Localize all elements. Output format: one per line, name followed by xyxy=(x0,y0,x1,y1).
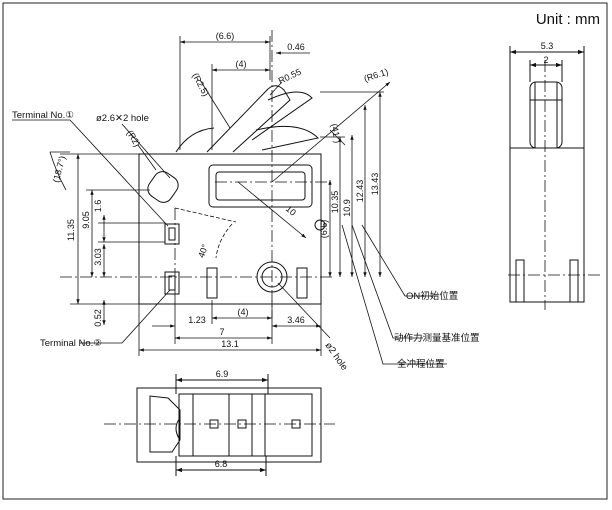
dim-3-46: 3.46 xyxy=(287,315,305,325)
dim-1-6: 1.6 xyxy=(93,200,103,213)
terminal1-pad xyxy=(164,223,180,245)
side-pad-left xyxy=(206,267,218,299)
dimension-texts: (6.6) 0.46 (4) R0.55 (R2.5) (R6.1) (R2) … xyxy=(51,31,553,469)
dim-2: 2 xyxy=(543,55,548,65)
dim-10-35: 10.35 xyxy=(330,191,340,214)
hole-2-6-label: ø2.6✕2 hole xyxy=(96,113,149,124)
dim-18-7-deg: (18.7°) xyxy=(51,155,68,184)
dim-r6-1: (R6.1) xyxy=(363,67,390,84)
front-view xyxy=(138,85,326,305)
dim-41-deg: (41°) xyxy=(329,123,343,144)
dim-13-43: 13.43 xyxy=(370,173,380,196)
unit-label: Unit : mm xyxy=(536,11,600,28)
full-stroke-position-label: 全冲程位置 xyxy=(397,358,445,370)
dim-4-bottom: (4) xyxy=(238,307,249,317)
side-pin-left xyxy=(515,259,525,303)
side-pad-right xyxy=(296,267,308,299)
dim-7: 7 xyxy=(219,327,224,337)
dim-1-23: 1.23 xyxy=(188,315,206,325)
dim-6-9: 6.9 xyxy=(216,369,229,379)
dim-9-05: 9.05 xyxy=(81,211,91,229)
dim-4-top: (4) xyxy=(236,59,247,69)
dim-10-9: 10.9 xyxy=(342,199,352,217)
side-actuator xyxy=(529,81,563,149)
side-body-outline xyxy=(509,147,585,303)
bottom-body-outline xyxy=(136,387,322,463)
terminal2-label: Terminal No.② xyxy=(40,338,102,349)
center-lines xyxy=(60,30,600,425)
dim-r2-5: (R2.5) xyxy=(190,71,211,98)
actuator-lever-part3 xyxy=(255,125,320,151)
dim-0-46: 0.46 xyxy=(287,42,305,52)
operating-force-position-label: 动作力测量基准位置 xyxy=(394,332,480,344)
annotation-labels: Terminal No.① Terminal No.② ø2.6✕2 hole … xyxy=(12,110,480,373)
side-pin-right xyxy=(569,259,579,303)
dim-5-3: 5.3 xyxy=(541,41,554,51)
dim-40-deg: 40° xyxy=(196,242,210,259)
terminal2-pad xyxy=(164,271,180,295)
bottom-view xyxy=(136,374,322,476)
pin-indicator xyxy=(314,219,326,231)
dim-r0-55: R0.55 xyxy=(277,67,303,86)
side-view xyxy=(509,46,585,303)
front-body-outline xyxy=(138,153,322,305)
hole-2-label: ø2 hole xyxy=(323,340,350,372)
mounting-hole-upper xyxy=(147,171,179,203)
terminal1-label: Terminal No.① xyxy=(12,110,74,121)
dim-12-43: 12.43 xyxy=(355,180,365,203)
front-window-inner xyxy=(215,171,306,201)
terminal2-pin xyxy=(168,275,176,291)
on-position-label: ON初始位置 xyxy=(406,290,458,302)
outer-border xyxy=(2,2,608,500)
actuator-lever-part2 xyxy=(251,91,313,141)
actuator-base-arc xyxy=(175,127,215,153)
dim-10: 10 xyxy=(284,204,298,218)
front-dimensions xyxy=(12,36,447,365)
dim-3-03: 3.03 xyxy=(93,248,103,266)
dim-6-6-top: (6.6) xyxy=(216,31,235,41)
dim-0-52: 0.52 xyxy=(93,309,103,327)
dim-6-6-vertical: (6.6) xyxy=(319,220,329,239)
front-window xyxy=(208,164,313,208)
dim-13-1: 13.1 xyxy=(221,339,239,349)
dim-11-35: 11.35 xyxy=(66,219,76,241)
actuator-lever xyxy=(206,85,291,153)
terminal1-pin xyxy=(168,227,176,241)
dim-6-8: 6.8 xyxy=(215,459,228,469)
dim-r2: (R2) xyxy=(125,128,143,148)
bottom-inner-outline xyxy=(178,393,313,457)
